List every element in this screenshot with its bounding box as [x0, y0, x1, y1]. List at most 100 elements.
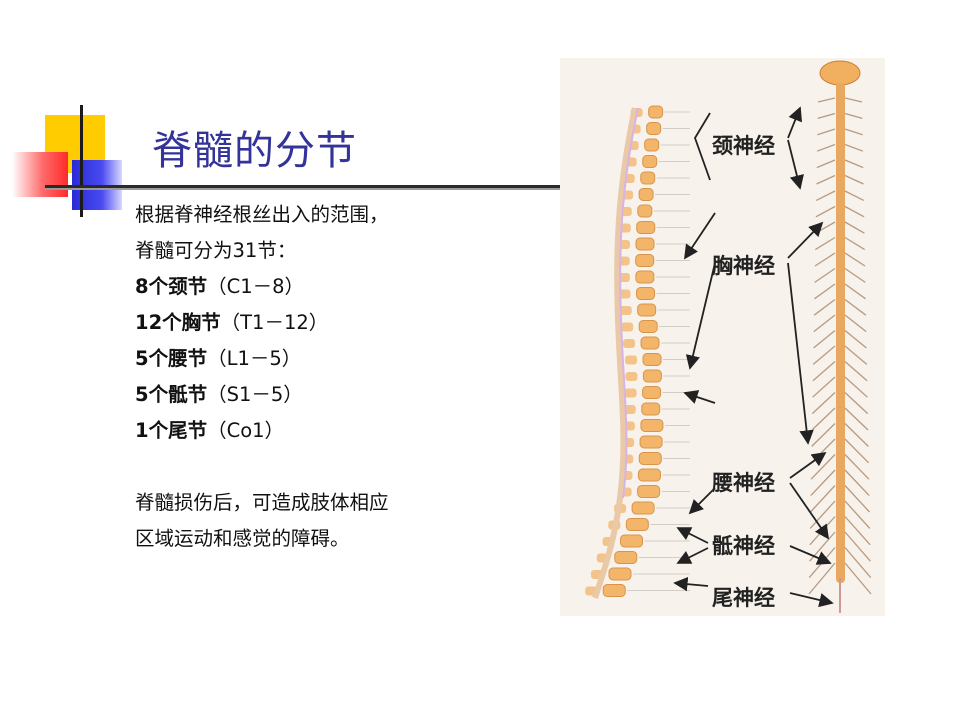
nerve-root: [844, 252, 866, 267]
sacral-nerves-label: 骶神经: [712, 533, 775, 558]
nerve-root: [813, 314, 836, 333]
cord-posterior-view: [836, 83, 845, 583]
segment-count: 5个骶节: [135, 383, 208, 406]
decor-red-square: [12, 152, 68, 197]
vertebra-body: [638, 452, 662, 465]
nerve-root: [811, 407, 836, 431]
nerve-root: [844, 283, 866, 300]
segment-range: （S1－5）: [207, 383, 303, 406]
slide-title: 脊髓的分节: [152, 128, 357, 174]
vertebra-process: [624, 388, 637, 398]
coccygeal-nerves-label: 尾神经: [712, 585, 775, 610]
nerve-root: [814, 252, 836, 267]
nerve-root: [844, 112, 863, 120]
segment-count: 12个胸节: [135, 311, 221, 334]
title-underline: [45, 185, 560, 188]
vertebra-body: [638, 320, 658, 333]
vertebra-body: [625, 518, 649, 531]
brainstem-top: [819, 60, 861, 86]
vertebra-body: [641, 402, 661, 416]
vertebra-body: [648, 105, 664, 119]
nerve-root: [844, 423, 869, 447]
conclusion-line: 区域运动和感觉的障碍。: [135, 527, 350, 550]
intro-line: 根据脊神经根丝出入的范围，: [135, 203, 389, 226]
vertebra-process: [625, 355, 638, 365]
vertebra-process: [625, 372, 638, 381]
slide-body: 根据脊神经根丝出入的范围， 脊髓可分为31节： 8个颈节（C1－8） 12个胸节…: [135, 197, 505, 557]
vertebra-body: [640, 336, 660, 350]
vertebra-process: [623, 405, 636, 414]
vertebra-body: [637, 485, 661, 498]
nerve-root: [844, 267, 866, 283]
nerve-root: [811, 392, 836, 415]
vertebra-body: [646, 122, 662, 135]
nerve-root: [810, 454, 836, 480]
vertebra-body: [642, 353, 662, 366]
nerve-root: [844, 345, 868, 365]
nerve-root: [811, 423, 836, 447]
nerve-root: [817, 112, 836, 120]
vertebra-body: [637, 303, 657, 317]
nerve-root: [844, 97, 863, 103]
nerve-root: [844, 469, 870, 497]
vertebra-body: [637, 468, 661, 482]
nerve-root: [817, 128, 836, 136]
nerve-root: [808, 547, 836, 579]
nerve-root: [844, 454, 870, 480]
segment-item: 5个腰节（L1－5）: [135, 341, 505, 377]
cord-side-highlight: [619, 107, 639, 499]
vertebra-body: [631, 501, 655, 515]
nerve-root: [814, 267, 836, 283]
title-underline-shadow: [45, 188, 560, 190]
vertebra-body: [635, 270, 655, 284]
vertebra-body: [642, 369, 662, 383]
nerve-root: [844, 298, 867, 316]
vertebra-body: [642, 155, 658, 168]
nerve-root: [812, 376, 836, 398]
nerve-root: [844, 190, 865, 201]
segment-range: （L1－5）: [207, 347, 302, 370]
vertebra-body: [644, 138, 660, 152]
vertebra-body: [614, 551, 638, 564]
vertebra-body: [638, 188, 654, 201]
nerve-root: [844, 314, 867, 333]
vertebra-body: [608, 567, 632, 581]
vertebra-body: [636, 221, 656, 234]
nerve-root: [844, 159, 864, 169]
nerve-level-lines: [627, 111, 690, 591]
nerve-root: [813, 329, 836, 349]
segment-range: （T1－12）: [220, 311, 329, 334]
nerve-root: [844, 376, 868, 398]
cervical-bracket-left: [694, 112, 711, 181]
segment-count: 1个尾节: [135, 419, 208, 442]
nerve-root: [844, 500, 871, 529]
segment-item: 5个骶节（S1－5）: [135, 377, 505, 413]
nerve-root: [844, 221, 865, 234]
segment-item: 12个胸节（T1－12）: [135, 305, 505, 341]
vertebra-body: [636, 287, 656, 300]
vertebra-body: [640, 171, 656, 185]
vertebra-body: [602, 584, 626, 597]
nerve-root: [844, 392, 869, 415]
nerve-root: [844, 516, 871, 546]
nerve-root: [844, 329, 867, 349]
spacer: [135, 449, 505, 485]
nerve-root: [844, 236, 866, 251]
lumbar-nerves-label: 腰神经: [712, 470, 775, 495]
intro-line: 脊髓可分为31节：: [135, 239, 297, 262]
nerve-root: [844, 438, 870, 464]
nerve-root: [812, 361, 836, 382]
segment-item: 1个尾节（Co1）: [135, 413, 505, 449]
nerve-root: [813, 298, 836, 316]
segment-item: 8个颈节（C1－8）: [135, 269, 505, 305]
nerve-root: [844, 143, 864, 152]
nerve-root: [844, 205, 865, 218]
vertebra-body: [620, 534, 644, 548]
nerve-root: [844, 361, 868, 382]
segment-range: （Co1）: [207, 419, 285, 442]
spine-diagram-svg: [585, 60, 872, 613]
nerve-root: [808, 562, 836, 595]
vertebra-body: [642, 386, 662, 399]
nerve-root: [810, 469, 836, 497]
nerve-root: [810, 485, 836, 513]
